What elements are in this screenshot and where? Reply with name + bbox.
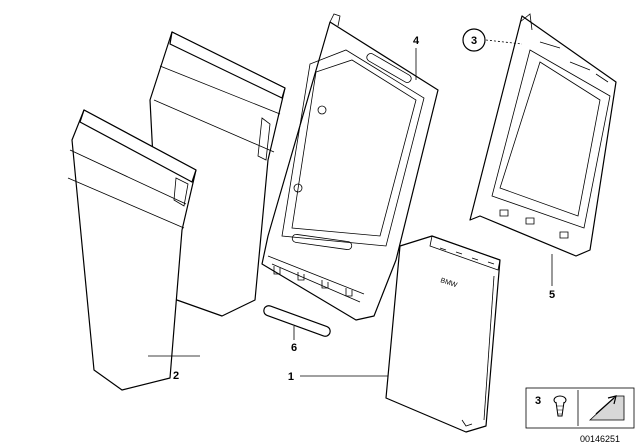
callout-1: 1	[288, 371, 294, 383]
backrest-cushion-front[interactable]	[67, 109, 197, 391]
callout-5: 5	[549, 289, 555, 301]
legend-box: 3	[525, 387, 635, 429]
callout-3: 3	[471, 35, 477, 47]
callout-6: 6	[291, 342, 297, 354]
callout-3-circle	[462, 28, 486, 52]
callout-4: 4	[413, 35, 420, 47]
seat-frame[interactable]	[469, 13, 617, 257]
document-id: 00146251	[580, 434, 620, 444]
screw-icon	[553, 395, 567, 417]
backrest-frame[interactable]	[261, 13, 439, 321]
direction-arrow-icon	[588, 395, 625, 421]
backrest-rear-panel[interactable]: BMW	[385, 235, 501, 433]
legend-screw-number: 3	[535, 395, 541, 407]
trim-strip[interactable]	[262, 304, 331, 337]
backrest-cushion-rear[interactable]	[149, 31, 286, 317]
callout-2: 2	[173, 370, 179, 382]
